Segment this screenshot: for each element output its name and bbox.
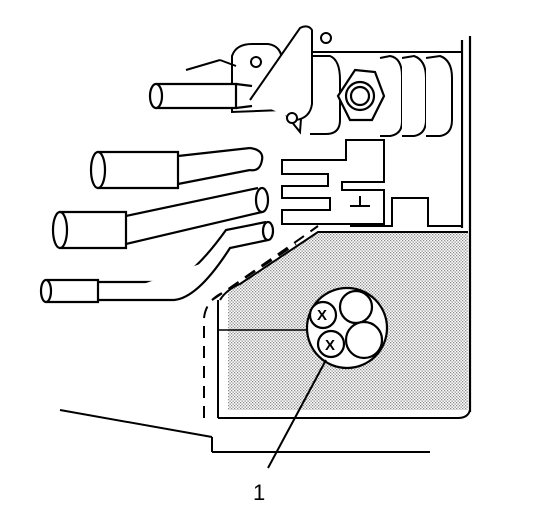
hose-icon — [39, 82, 275, 304]
blocked-port-marks: X X — [317, 307, 335, 354]
mounting-bracket — [185, 25, 332, 124]
hex-nut-icon — [336, 68, 386, 122]
baseline-lines — [59, 409, 430, 453]
blocked-port-mark-lower: X — [325, 337, 335, 354]
port-slots — [281, 139, 385, 225]
port-cap-icon — [305, 286, 389, 370]
callout-leader-line — [267, 359, 327, 469]
callout-number: 1 — [253, 480, 265, 505]
blocked-port-mark-upper: X — [317, 307, 327, 324]
module-dashed-outline — [203, 225, 319, 418]
